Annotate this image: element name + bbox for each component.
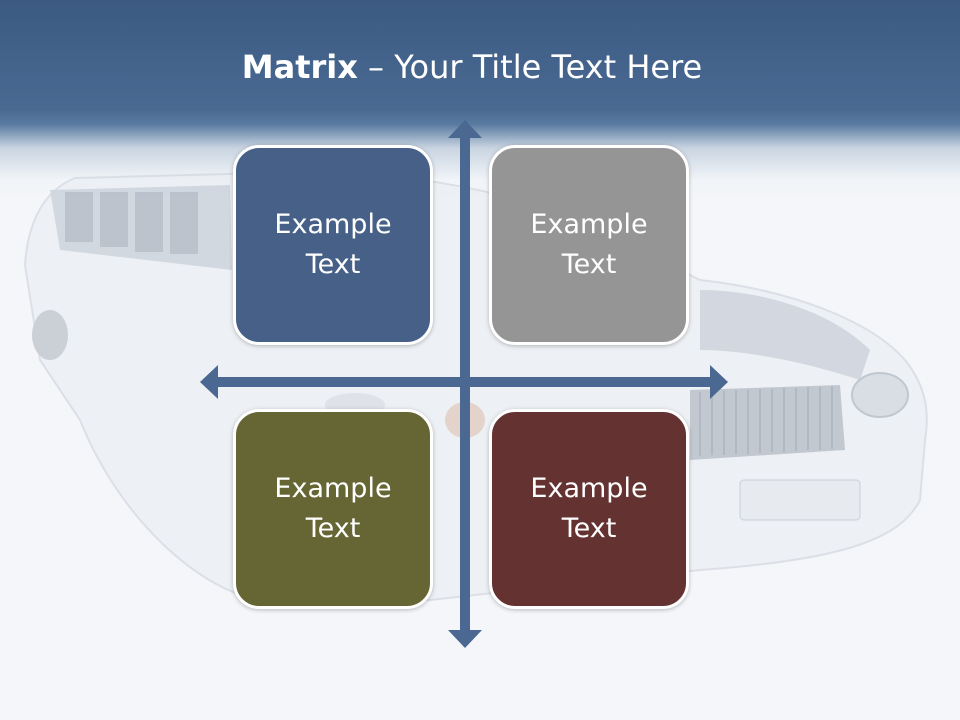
arrow-right-icon [710, 365, 728, 399]
arrow-up-icon [448, 120, 482, 138]
quadrant-top-left[interactable]: Example Text [233, 145, 433, 345]
header-band [0, 0, 960, 200]
title-rest: – Your Title Text Here [357, 48, 703, 86]
horizontal-axis [216, 377, 712, 387]
quadrant-top-right[interactable]: Example Text [489, 145, 689, 345]
quadrant-text: Example Text [530, 473, 648, 544]
arrow-left-icon [200, 365, 218, 399]
quadrant-bottom-left[interactable]: Example Text [233, 409, 433, 609]
quadrant-text: Example Text [530, 209, 648, 280]
title-bold: Matrix [241, 48, 358, 86]
quadrant-text: Example Text [274, 473, 392, 544]
page-title: Matrix – Your Title Text Here [0, 48, 944, 86]
quadrant-bottom-right[interactable]: Example Text [489, 409, 689, 609]
arrow-down-icon [448, 630, 482, 648]
quadrant-text: Example Text [274, 209, 392, 280]
